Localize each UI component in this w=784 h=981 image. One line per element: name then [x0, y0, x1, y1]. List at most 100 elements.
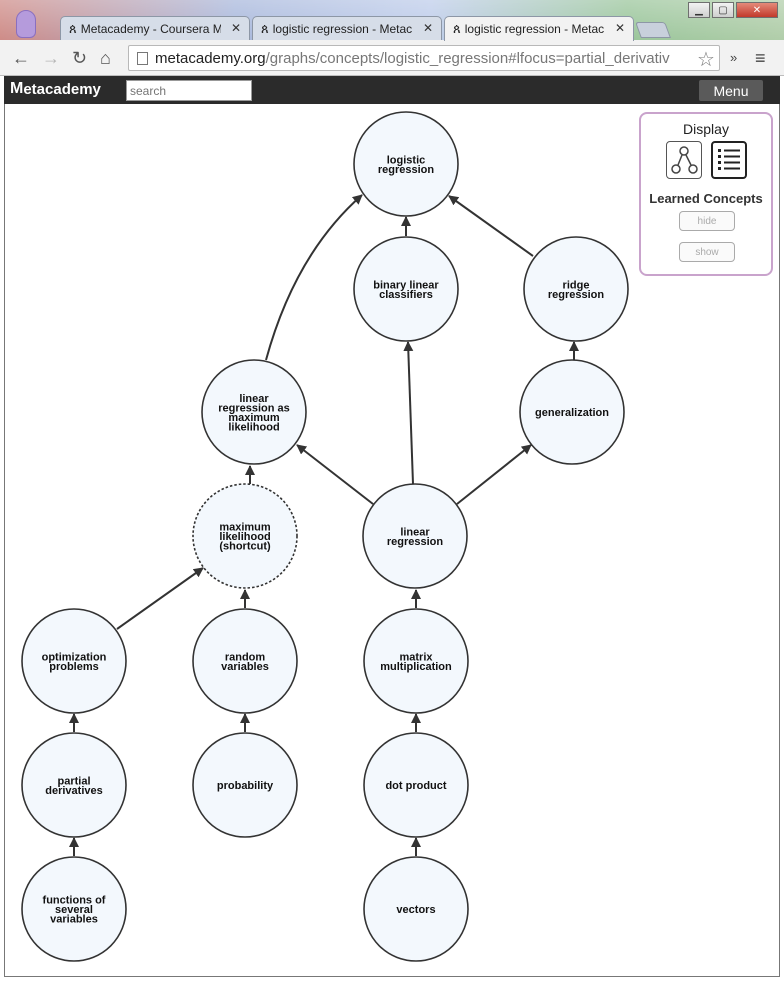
page-icon [137, 52, 148, 65]
close-window-button[interactable]: ✕ [736, 2, 778, 18]
concept-circle [353, 111, 459, 217]
concept-label: maximum [219, 522, 271, 534]
reload-icon[interactable]: ↻ [72, 48, 88, 68]
concept-label: random [225, 651, 266, 663]
concept-label: problems [49, 661, 99, 673]
search-input[interactable] [126, 80, 252, 101]
concept-label: maximum [228, 412, 280, 424]
display-panel: Display Learned Concepts hide show [639, 112, 773, 276]
address-bar[interactable]: metacademy.org/graphs/concepts/logistic_… [128, 45, 720, 71]
concept-circle [519, 359, 625, 465]
concept-circle [363, 732, 469, 838]
graph-edge [265, 194, 363, 361]
profile-avatar-icon[interactable] [16, 10, 36, 38]
tab-close-icon[interactable]: ✕ [422, 21, 433, 35]
concept-label: regression as [218, 402, 290, 414]
concept-label: regression [378, 164, 435, 176]
concept-label: variables [221, 661, 269, 673]
browser-tab-1[interactable]: ጰ Metacademy - Coursera M ✕ [60, 16, 250, 40]
concept-label: logistic [387, 154, 426, 166]
concept-circle [21, 732, 127, 838]
browser-toolbar: ← → ↻ ⌂ metacademy.org/graphs/concepts/l… [0, 40, 784, 76]
concept-label: functions of [43, 895, 106, 907]
menu-button[interactable]: Menu [699, 80, 763, 101]
metacademy-logo-icon: M [10, 80, 23, 97]
metacademy-favicon-icon: ጰ [261, 20, 269, 36]
tab-title: logistic regression - Metac [464, 22, 605, 36]
concept-label: multiplication [380, 661, 452, 673]
graph-edges [69, 194, 579, 856]
learned-concepts-title: Learned Concepts [649, 191, 763, 206]
concept-label: binary linear [373, 279, 439, 291]
app-navbar: M etacademy Menu [4, 76, 780, 104]
concept-label: (shortcut) [219, 541, 271, 553]
concept-circle [21, 856, 127, 962]
concept-circle [201, 359, 307, 465]
minimize-button[interactable]: ▁ [688, 2, 710, 18]
concept-circle [192, 483, 298, 589]
concept-label: derivatives [45, 785, 102, 797]
metacademy-favicon-icon: ጰ [69, 20, 77, 36]
tab-close-icon[interactable]: ✕ [230, 21, 241, 35]
bookmark-star-icon[interactable]: ☆ [697, 49, 715, 71]
concept-label: probability [217, 780, 274, 792]
concept-label: partial [57, 775, 90, 787]
graph-edge [403, 341, 414, 485]
forward-icon[interactable]: → [42, 48, 60, 68]
tab-close-icon[interactable]: ✕ [614, 21, 625, 35]
concept-label: optimization [42, 651, 107, 663]
browser-tab-3-active[interactable]: ጰ logistic regression - Metac ✕ [444, 16, 634, 41]
tab-title: logistic regression - Metac [272, 21, 413, 36]
graph-edge [296, 444, 374, 505]
concept-circle [192, 732, 298, 838]
concept-circle [21, 608, 127, 714]
display-title: Display [683, 121, 729, 137]
browser-tab-2[interactable]: ጰ logistic regression - Metac ✕ [252, 16, 442, 40]
back-icon[interactable]: ← [12, 48, 30, 68]
concept-label: classifiers [379, 289, 433, 301]
concept-circle [353, 236, 459, 342]
home-icon[interactable]: ⌂ [100, 48, 111, 68]
graph-edge [456, 444, 532, 505]
hide-learned-button[interactable]: hide [679, 211, 735, 231]
graph-edge [448, 195, 534, 257]
tab-title: Metacademy - Coursera M [80, 21, 221, 36]
concept-circle [523, 236, 629, 342]
concept-circle [192, 608, 298, 714]
concept-node-generalization[interactable]: generalization [519, 359, 625, 465]
concept-node-probability[interactable]: probability [192, 732, 298, 838]
metacademy-favicon-icon: ጰ [453, 21, 461, 36]
brand-logo[interactable]: M etacademy [10, 80, 101, 98]
url-host: metacademy.org [155, 49, 266, 67]
concept-label: linear [400, 526, 430, 538]
browser-menu-icon[interactable]: ≡ [755, 48, 766, 68]
concept-label: likelihood [228, 421, 279, 433]
maximize-button[interactable]: ▢ [712, 2, 734, 18]
concept-node-vectors[interactable]: vectors [363, 856, 469, 962]
extensions-chevron-icon[interactable]: » [730, 50, 738, 65]
concept-label: regression [548, 289, 605, 301]
list-view-button[interactable] [711, 141, 747, 179]
new-tab-button[interactable] [635, 22, 671, 38]
concept-label: regression [387, 536, 444, 548]
show-learned-button[interactable]: show [679, 242, 735, 262]
list-view-icon [718, 149, 740, 170]
graph-view-button[interactable] [666, 141, 702, 179]
concept-node-dot-product[interactable]: dot product [363, 732, 469, 838]
concept-label: linear [239, 393, 269, 405]
concept-circle [363, 856, 469, 962]
